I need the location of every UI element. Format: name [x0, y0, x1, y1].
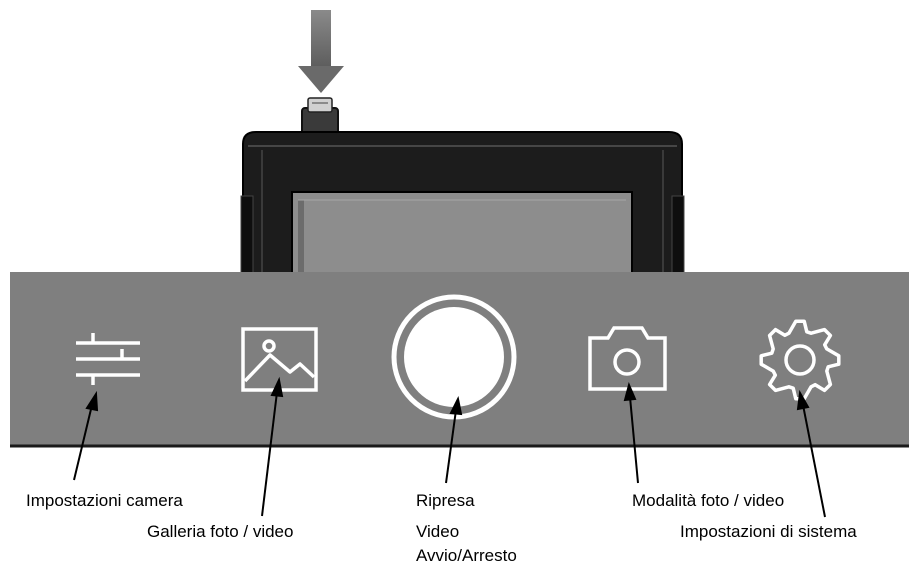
label-gallery: Galleria foto / video	[147, 522, 294, 541]
label-record-line-3: Avvio/Arresto	[416, 546, 517, 565]
camera-icon[interactable]	[588, 326, 667, 391]
label-record-line-1: Ripresa	[416, 491, 475, 510]
gear-icon[interactable]	[759, 319, 841, 401]
label-record-line-2: Video	[416, 522, 460, 541]
device-screen	[291, 191, 633, 283]
leader-line-gallery	[261, 376, 284, 517]
leader-line-record	[445, 395, 463, 484]
label-photo-mode: Modalità foto / video	[632, 491, 785, 510]
device-body	[240, 97, 685, 283]
label-camera-settings: Impostazioni camera	[26, 491, 183, 510]
sliders-icon[interactable]	[76, 333, 140, 385]
down-arrow-icon	[298, 10, 344, 93]
label-system-settings: Impostazioni di sistema	[680, 522, 857, 541]
leader-line-photo-mode	[623, 381, 639, 484]
leader-line-camera-settings	[73, 390, 99, 481]
leader-line-system-settings	[796, 389, 826, 518]
record-button-icon[interactable]	[391, 294, 517, 420]
